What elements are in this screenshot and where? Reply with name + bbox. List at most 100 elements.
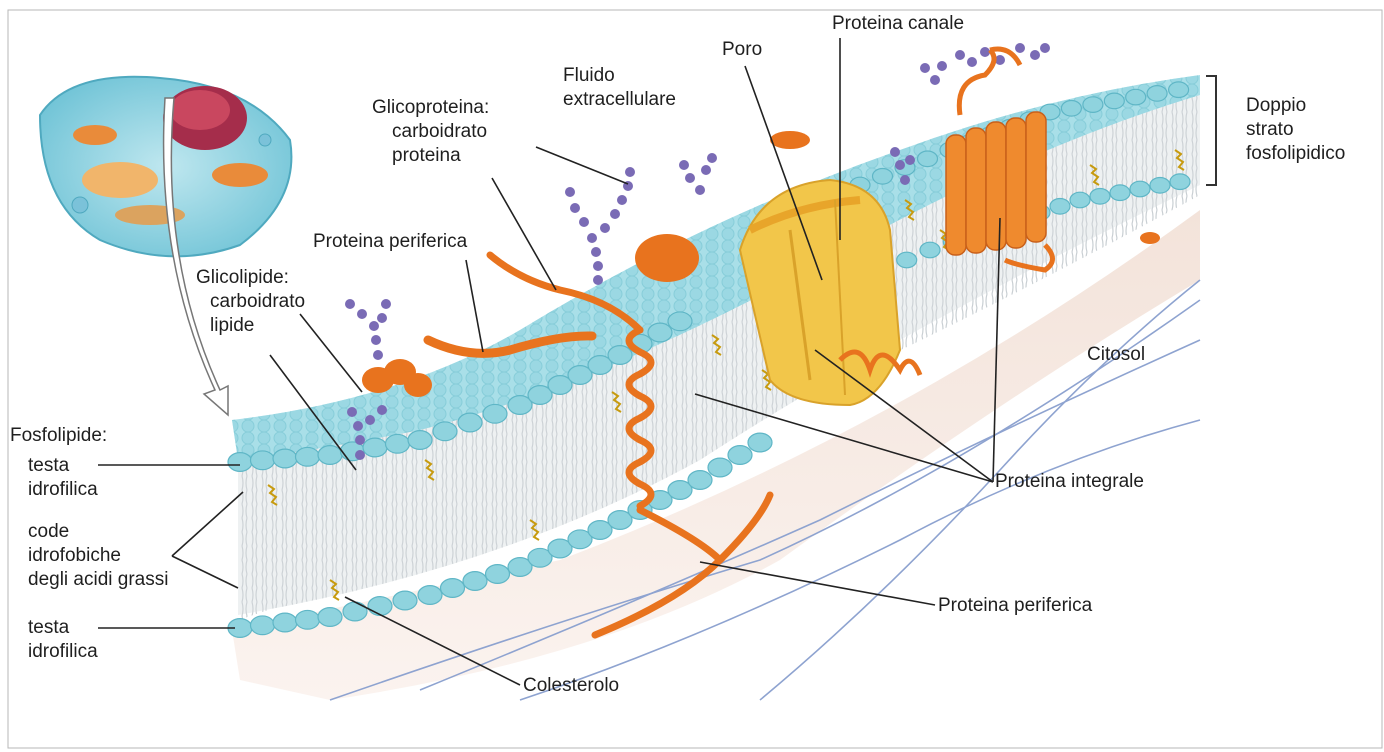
label-fosfolipide-text: Fosfolipide: — [10, 424, 107, 448]
phospholipid-head — [483, 404, 507, 423]
carbohydrate-bead — [357, 309, 367, 319]
phospholipid-head — [688, 471, 712, 490]
carbohydrate-bead — [625, 167, 635, 177]
phospholipid-head — [1050, 199, 1070, 215]
label-glicoproteina-line3: proteina — [372, 144, 489, 168]
label-citosol: Citosol — [1087, 343, 1145, 367]
carbohydrate-bead — [345, 299, 355, 309]
carbohydrate-bead — [373, 350, 383, 360]
phospholipid-head — [343, 602, 367, 621]
carbohydrate-bead — [930, 75, 940, 85]
carbohydrate-bead — [1040, 43, 1050, 53]
phospholipid-head — [1147, 86, 1167, 102]
carbohydrate-bead — [593, 261, 603, 271]
carbohydrate-bead — [967, 57, 977, 67]
peripheral-globule — [635, 234, 699, 282]
carbohydrate-bead — [565, 187, 575, 197]
label-colesterolo: Colesterolo — [523, 674, 619, 698]
phospholipid-head — [363, 438, 387, 457]
carbohydrate-bead — [610, 209, 620, 219]
carbohydrate-bead — [591, 247, 601, 257]
phospholipid-head — [368, 597, 392, 616]
carbohydrate-bead — [890, 147, 900, 157]
label-proteina-periferica-top: Proteina periferica — [313, 230, 467, 254]
label-doppio-line2: strato — [1246, 118, 1345, 142]
phospholipid-head — [1090, 189, 1110, 205]
label-proteina-integrale-text: Proteina integrale — [995, 470, 1144, 494]
phospholipid-head — [486, 565, 510, 584]
phospholipid-head — [728, 446, 752, 465]
phospholipid-head — [668, 312, 692, 331]
phospholipid-head — [1130, 181, 1150, 197]
phospholipid-head — [1169, 82, 1189, 98]
label-code-line1: code — [28, 520, 168, 544]
phospholipid-head — [1070, 192, 1090, 208]
phospholipid-head — [418, 586, 442, 605]
phospholipid-head — [920, 242, 940, 258]
phospholipid-head — [393, 591, 417, 610]
carbohydrate-bead — [905, 155, 915, 165]
carbohydrate-bead — [355, 450, 365, 460]
phospholipid-head — [873, 169, 893, 185]
label-glicoproteina-line1: Glicoproteina: — [372, 96, 489, 120]
carbohydrate-bead — [937, 61, 947, 71]
carbohydrate-bead — [365, 415, 375, 425]
label-testa-top-line2: idrofilica — [28, 478, 98, 502]
phospholipid-head — [273, 449, 297, 468]
label-fosfolipide: Fosfolipide: — [10, 424, 107, 448]
carbohydrate-bead — [381, 299, 391, 309]
phospholipid-head — [463, 572, 487, 591]
phospholipid-head — [897, 252, 917, 268]
label-doppio-line1: Doppio — [1246, 94, 1345, 118]
label-code-line3: degli acidi grassi — [28, 568, 168, 592]
label-colesterolo-text: Colesterolo — [523, 674, 619, 698]
label-fluido-line2: extracellulare — [563, 88, 676, 112]
label-testa-top-line1: testa — [28, 454, 98, 478]
carbohydrate-bead — [900, 175, 910, 185]
label-proteina-periferica-bottom-text: Proteina periferica — [938, 594, 1092, 618]
bilayer-bracket — [1206, 76, 1216, 185]
label-poro: Poro — [722, 38, 762, 62]
label-fluido-extracellulare: Fluido extracellulare — [563, 64, 676, 112]
phospholipid-head — [408, 431, 432, 450]
phospholipid-head — [748, 433, 772, 452]
phospholipid-head — [228, 453, 252, 472]
label-proteina-canale-text: Proteina canale — [832, 12, 964, 36]
carbohydrate-bead — [377, 313, 387, 323]
label-proteina-periferica-top-text: Proteina periferica — [313, 230, 467, 254]
carbohydrate-bead — [369, 321, 379, 331]
carbohydrate-bead — [1015, 43, 1025, 53]
carbohydrate-bead — [353, 421, 363, 431]
label-proteina-periferica-bottom: Proteina periferica — [938, 594, 1092, 618]
phospholipid-head — [1170, 174, 1190, 190]
phospholipid-head — [1083, 97, 1103, 113]
label-glicoproteina: Glicoproteina: carboidrato proteina — [372, 96, 489, 168]
label-citosol-text: Citosol — [1087, 343, 1145, 367]
carbohydrate-bead — [371, 335, 381, 345]
carbohydrate-bead — [355, 435, 365, 445]
phospholipid-head — [441, 579, 465, 598]
carbohydrate-bead — [920, 63, 930, 73]
phospholipid-head — [1150, 178, 1170, 194]
label-code-idrofobiche: code idrofobiche degli acidi grassi — [28, 520, 168, 592]
label-glicolipide-line2: carboidrato — [196, 290, 305, 314]
phospholipid-head — [708, 458, 732, 477]
carbohydrate-bead — [377, 405, 387, 415]
phospholipid-head — [458, 413, 482, 432]
carbohydrate-bead — [679, 160, 689, 170]
label-code-line2: idrofobiche — [28, 544, 168, 568]
carbohydrate-bead — [600, 223, 610, 233]
phospholipid-head — [296, 447, 320, 466]
phospholipid-head — [608, 346, 632, 365]
label-fluido-line1: Fluido — [563, 64, 676, 88]
phospholipid-head — [918, 151, 938, 167]
carbohydrate-bead — [707, 153, 717, 163]
label-testa-bottom-line1: testa — [28, 616, 98, 640]
carbohydrate-bead — [685, 173, 695, 183]
small-protein-fragment — [770, 131, 810, 149]
carbohydrate-bead — [955, 50, 965, 60]
carbohydrate-bead — [593, 275, 603, 285]
label-glicolipide: Glicolipide: carboidrato lipide — [196, 266, 305, 338]
phospholipid-head — [1104, 93, 1124, 109]
carbohydrate-bead — [579, 217, 589, 227]
